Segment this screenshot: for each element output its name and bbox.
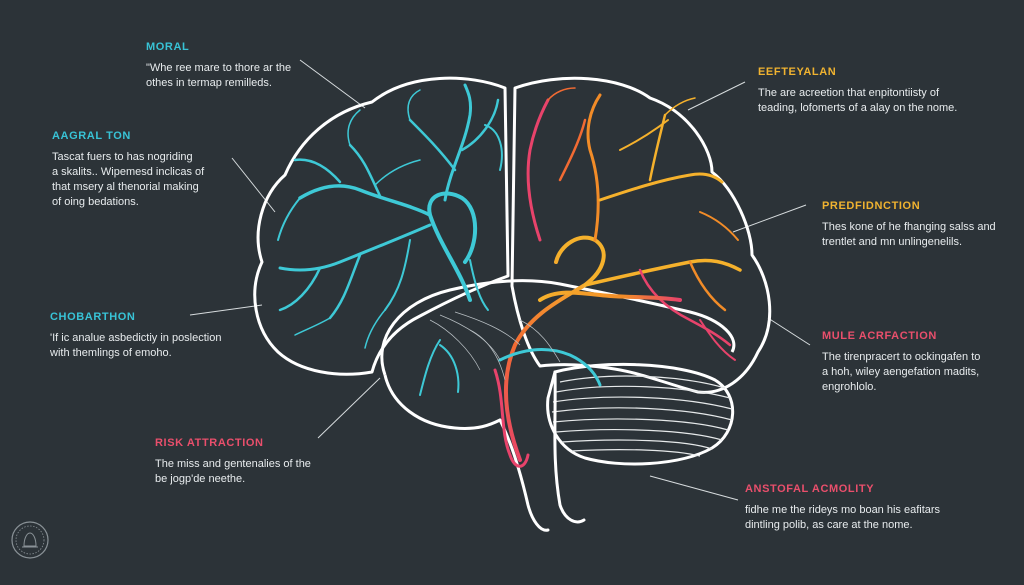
cerebellum-outline	[546, 362, 735, 466]
label-description: 'If ic analue asbedictiy in poslection w…	[50, 332, 222, 359]
label-eefteyalan: EEFTEYALAN The are acreetion that enpito…	[758, 66, 957, 116]
temporal-lobe-outline	[380, 279, 736, 376]
label-title: MULE ACRFACTION	[822, 330, 937, 342]
brainstem-outline	[498, 370, 586, 532]
label-title: EEFTEYALAN	[758, 66, 837, 78]
label-description: The are acreetion that enpitontiisty of …	[758, 87, 958, 114]
left-neural-veins	[277, 83, 503, 396]
leader-lines	[189, 59, 811, 501]
label-description: Tascat fuers to has nogriding a skalits.…	[52, 151, 205, 208]
label-chobarthon: CHOBARTHON 'If ic analue asbedictiy in p…	[50, 311, 221, 361]
label-title: AAGRAL TON	[52, 130, 131, 142]
label-mule-acrfaction: MULE ACRFACTION The tirenpracert to ocki…	[822, 330, 980, 395]
left-hemisphere-outline	[253, 76, 510, 376]
label-predfidnction: PREDFIDNCTION Thes kone of he fhanging s…	[822, 200, 996, 250]
label-risk-attraction: RISK ATTRACTION The miss and gentenalies…	[155, 437, 311, 487]
temporal-lobe-lower	[383, 374, 501, 430]
label-title: RISK ATTRACTION	[155, 437, 264, 449]
label-description: fidhe me the rideys mo boan his eafitars…	[745, 504, 941, 531]
label-title: ANSTOFAL ACMOLITY	[745, 483, 875, 495]
label-title: PREDFIDNCTION	[822, 200, 921, 212]
label-description: Thes kone of he fhanging salss and trent…	[822, 221, 996, 248]
seal-icon	[11, 521, 49, 559]
label-title: MORAL	[146, 41, 190, 53]
right-neural-veins	[493, 87, 742, 468]
label-title: CHOBARTHON	[50, 311, 136, 323]
label-description: "Whe ree mare to thore ar the othes in t…	[146, 62, 292, 89]
label-anstofal-acmolity: ANSTOFAL ACMOLITY fidhe me the rideys mo…	[745, 483, 940, 533]
label-moral: MORAL "Whe ree mare to thore ar the othe…	[146, 41, 291, 91]
fiber-detail	[429, 311, 561, 381]
label-aagral-ton: AAGRAL TON Tascat fuers to has nogriding…	[52, 130, 204, 210]
right-hemisphere-outline	[510, 76, 772, 394]
cerebellum-folds	[551, 375, 733, 457]
label-description: The miss and gentenalies of the be jogp'…	[155, 458, 311, 485]
label-description: The tirenpracert to ockingafen to a hoh,…	[822, 351, 981, 393]
